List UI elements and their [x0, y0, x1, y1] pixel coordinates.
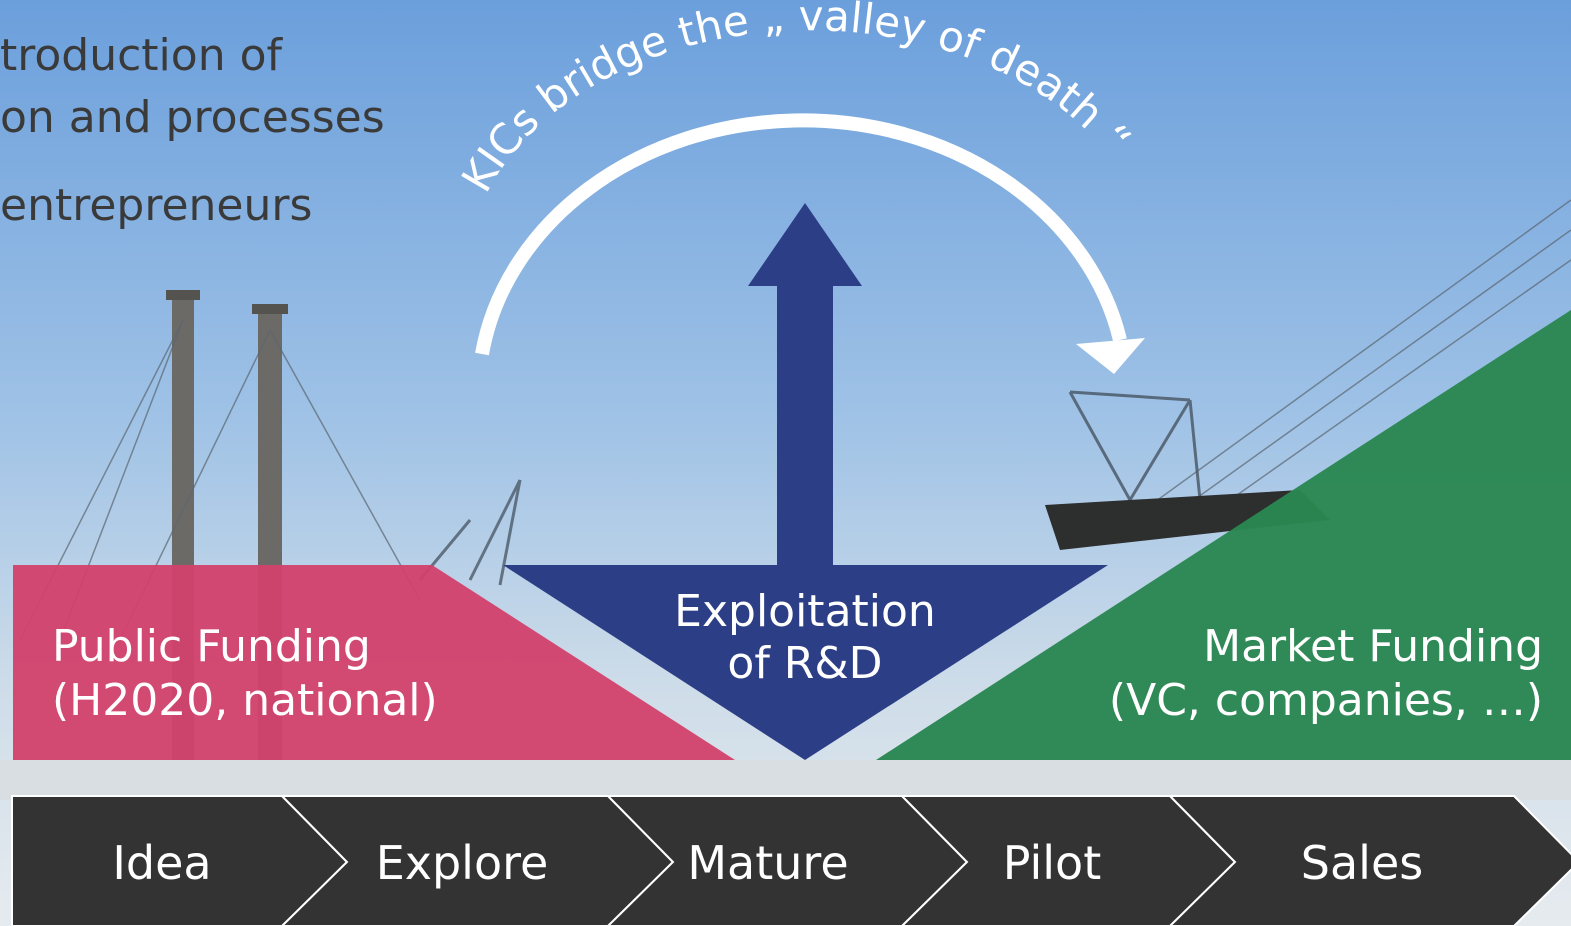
public-funding-title: Public Funding: [52, 621, 371, 672]
up-arrow-icon: [748, 203, 862, 566]
step-explore-label: Explore: [375, 836, 549, 890]
process-steps: [11, 795, 1571, 926]
bullet-text-2: on and processes: [0, 92, 385, 143]
market-funding-label: Market Funding (VC, companies, …): [1109, 620, 1543, 728]
public-funding-label: Public Funding (H2020, national): [52, 620, 438, 728]
exploitation-line-2: of R&D: [727, 638, 883, 689]
bridge-arc-arrow: [475, 113, 1145, 374]
exploitation-triangle: [503, 565, 1108, 760]
exploitation-label: Exploitation of R&D: [655, 586, 955, 690]
step-sales-shape: [1167, 795, 1571, 926]
public-funding-sources: (H2020, national): [52, 675, 438, 726]
market-funding-shape: [876, 310, 1571, 760]
step-sales-label: Sales: [1300, 836, 1424, 890]
bullet-text-3: entrepreneurs: [0, 180, 313, 231]
public-funding-shape: [13, 565, 735, 760]
market-funding-title: Market Funding: [1203, 621, 1543, 672]
step-pilot-label: Pilot: [1002, 836, 1102, 890]
bullet-text-1: troduction of: [0, 30, 282, 81]
step-idea-label: Idea: [112, 836, 212, 890]
step-mature-label: Mature: [687, 836, 849, 890]
exploitation-line-1: Exploitation: [674, 586, 936, 637]
market-funding-sources: (VC, companies, …): [1108, 675, 1543, 726]
